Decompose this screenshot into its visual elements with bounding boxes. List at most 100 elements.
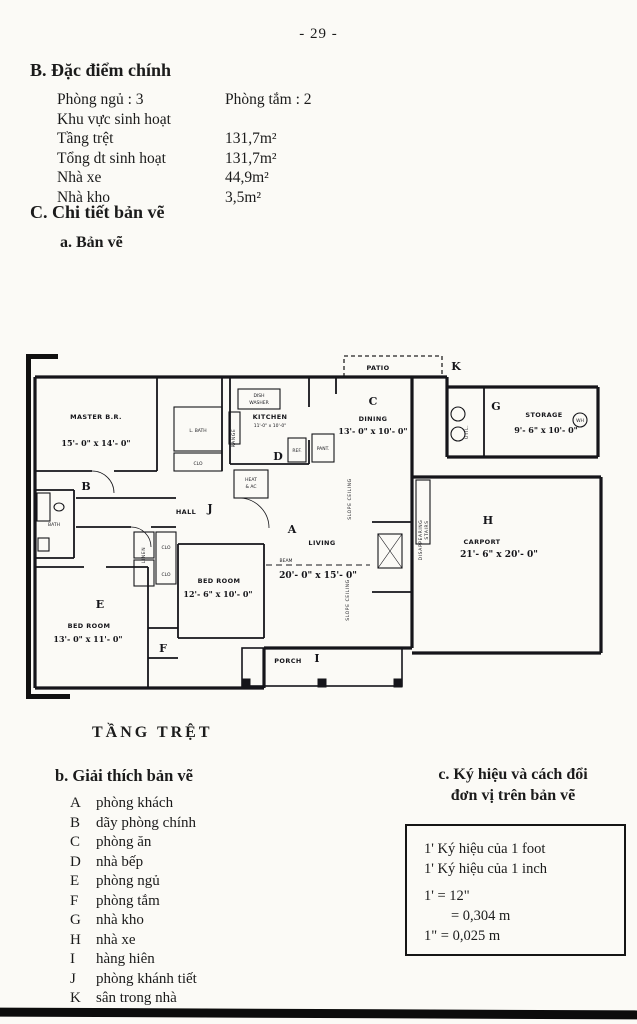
legend-key: J — [70, 970, 76, 987]
hall-label: HALL — [176, 508, 196, 516]
page-number: - 29 - — [299, 26, 338, 42]
storage-dims: 9'- 6" x 10'- 0" — [514, 425, 578, 435]
spec-label: Nhà xe — [57, 169, 102, 186]
legend-label: sân trong nhà — [96, 990, 177, 1006]
spec-value: 131,7m² — [225, 149, 277, 167]
heat-ac-label: & AC — [245, 484, 256, 490]
dishwasher-label: DISH — [253, 393, 264, 399]
section-c-title: C. Chi tiết bản vẽ — [30, 202, 165, 222]
bath-label: BATH — [48, 522, 60, 528]
patio-label: PATIO — [366, 364, 389, 372]
spec-label: Tổng dt sinh hoạt — [57, 149, 166, 167]
legend-key: E — [70, 873, 80, 889]
slope-ceiling-label: SLOPE CEILING — [347, 478, 353, 520]
spec-row: Khu vực sinh hoạt — [57, 110, 417, 130]
spec-row: Nhà kho 3,5m² — [57, 188, 417, 208]
units-line: 1' Ký hiệu của 1 inch — [424, 861, 548, 877]
legend-label: dãy phòng chính — [96, 814, 196, 831]
pantry-label: PANT. — [317, 446, 330, 452]
legend-key: A — [70, 795, 81, 811]
spec-row: Tổng dt sinh hoạt 131,7m² — [57, 149, 417, 169]
legend-label: nhà xe — [96, 931, 136, 948]
legend-label: phòng ngủ — [96, 873, 160, 889]
spec-value: Phòng tắm : 2 — [225, 91, 312, 108]
spec-row: Nhà xe 44,9m² — [57, 168, 417, 188]
legend-label: nhà kho — [96, 912, 144, 928]
legend-label: phòng tắm — [96, 892, 160, 909]
units-title-line1: c. Ký hiệu và cách đổi — [438, 766, 588, 783]
exterior-walls — [33, 375, 603, 690]
legend-key: I — [70, 951, 75, 967]
beam-label: BEAM — [280, 558, 293, 564]
scan-edge-artifact — [26, 354, 70, 699]
legend-label: phòng khánh tiết — [96, 970, 197, 987]
floor-plan: PATIO K — [26, 352, 612, 702]
linen-label: LINEN — [141, 547, 147, 563]
dining-dims: 13'- 0" x 10'- 0" — [338, 426, 407, 436]
porch-label: PORCH — [274, 657, 302, 665]
floorplan-svg: PATIO K — [26, 354, 603, 699]
porch-letter: I — [314, 652, 319, 665]
slope-ceiling-label: SLOPE CEILING — [345, 579, 351, 621]
storage-letter: G — [491, 400, 500, 413]
dishwasher-label: WASHER — [249, 400, 269, 406]
fixtures — [36, 388, 588, 587]
storage-label: STORAGE — [525, 411, 562, 419]
refrigerator-label: REF. — [292, 448, 301, 454]
units-title-line2: đơn vị trên bản vẽ — [450, 787, 576, 804]
units-line: 1' Ký hiệu của 1 foot — [424, 841, 546, 857]
units-conversion-box: 1' Ký hiệu của 1 foot 1' Ký hiệu của 1 i… — [405, 824, 626, 956]
spec-value: 131,7m² — [225, 130, 277, 147]
plan-caption: TẦNG TRỆT — [92, 724, 213, 741]
spec-value: 3,5m² — [225, 188, 262, 206]
closet-label: CLO — [193, 461, 202, 467]
interior-walls — [35, 377, 485, 688]
carport-label: CARPORT — [463, 538, 500, 546]
bedroom-mid-dims: 12'- 6" x 10'- 0" — [183, 589, 252, 599]
water-heater-label: WH — [576, 418, 584, 424]
living-label: LIVING — [308, 539, 335, 547]
legend-key: F — [70, 892, 79, 909]
scan-bottom-bar-artifact — [0, 1007, 637, 1020]
dining-label: DINING — [359, 415, 388, 423]
legend-key: H — [70, 931, 81, 948]
carport-dims: 21'- 6" x 20'- 0" — [460, 550, 538, 560]
bedroom-left-letter: E — [96, 598, 104, 611]
legend-label: phòng khách — [96, 795, 174, 811]
units-line: 1' = 12" — [424, 888, 470, 904]
legend-key: B — [70, 814, 81, 831]
spec-table: Phòng ngủ : 3 Phòng tắm : 2 Khu vực sinh… — [57, 90, 417, 207]
closet-label: CLO — [161, 572, 170, 578]
bedroom-left-dims: 13'- 0" x 11'- 0" — [53, 634, 122, 644]
legend-label: nhà bếp — [96, 853, 144, 870]
patio-letter: K — [451, 360, 461, 373]
legend-label: phòng ăn — [96, 834, 152, 850]
hall-letter: J — [206, 502, 212, 515]
master-bedroom-label: MASTER B.R. — [70, 413, 122, 421]
range-label: RANGE — [231, 429, 237, 448]
kitchen-letter: D — [273, 450, 283, 463]
utility-label: UTIL. — [464, 425, 470, 439]
units-line: = 0,304 m — [451, 908, 511, 924]
living-letter: A — [287, 523, 297, 536]
legend-key: K — [70, 990, 81, 1006]
master-suite-letter: B — [81, 480, 90, 493]
patio-outline: PATIO K — [343, 355, 461, 378]
dining-letter: C — [369, 395, 378, 408]
section-b-title: B. Đặc điểm chính — [30, 60, 172, 80]
spec-row: Tầng trệt 131,7m² — [57, 129, 417, 149]
bath-letter: F — [159, 642, 167, 655]
kitchen-dims: 11'-0" x 10'-0" — [254, 423, 287, 429]
